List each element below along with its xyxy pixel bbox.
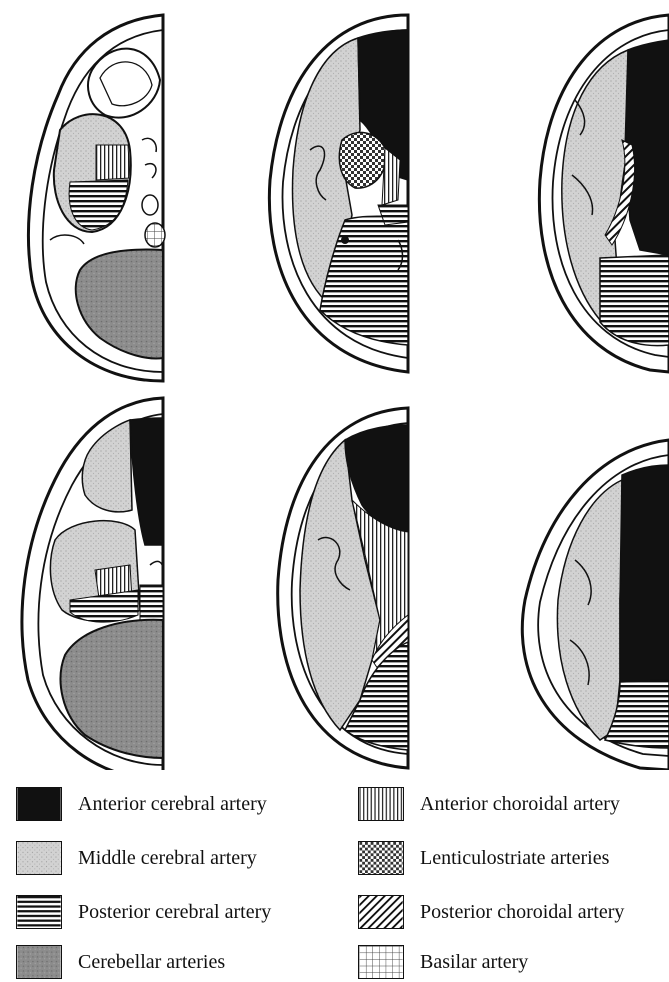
legend-label: Posterior choroidal artery <box>420 901 624 924</box>
lenticulostriate-swatch <box>358 841 404 875</box>
legend-item-basilar: Basilar artery <box>358 944 528 980</box>
brain-section-bottom-left <box>22 398 163 770</box>
middle-cerebral-swatch <box>16 841 62 875</box>
brain-section-bottom-middle <box>278 408 408 768</box>
legend-label: Lenticulostriate arteries <box>420 847 609 870</box>
legend: Anterior cerebral artery Middle cerebral… <box>0 770 669 982</box>
brain-section-top-middle <box>269 15 408 372</box>
brain-section-bottom-right <box>522 440 669 770</box>
legend-label: Cerebellar arteries <box>78 951 225 974</box>
legend-item-lenticulostriate: Lenticulostriate arteries <box>358 840 609 876</box>
legend-item-anterior-cerebral: Anterior cerebral artery <box>16 786 267 822</box>
legend-item-anterior-choroidal: Anterior choroidal artery <box>358 786 620 822</box>
legend-label: Anterior choroidal artery <box>420 793 620 816</box>
legend-item-cerebellar: Cerebellar arteries <box>16 944 225 980</box>
legend-item-middle-cerebral: Middle cerebral artery <box>16 840 257 876</box>
vascular-territory-figure <box>0 0 669 770</box>
legend-label: Middle cerebral artery <box>78 847 257 870</box>
legend-item-posterior-cerebral: Posterior cerebral artery <box>16 894 271 930</box>
cerebellar-swatch <box>16 945 62 979</box>
brain-section-top-left <box>28 15 165 381</box>
legend-item-posterior-choroidal: Posterior choroidal artery <box>358 894 624 930</box>
anterior-cerebral-swatch <box>16 787 62 821</box>
posterior-cerebral-swatch <box>16 895 62 929</box>
posterior-choroidal-swatch <box>358 895 404 929</box>
basilar-swatch <box>358 945 404 979</box>
brain-section-top-right <box>539 15 669 372</box>
legend-label: Basilar artery <box>420 951 528 974</box>
legend-label: Posterior cerebral artery <box>78 901 271 924</box>
anterior-choroidal-swatch <box>358 787 404 821</box>
legend-label: Anterior cerebral artery <box>78 793 267 816</box>
